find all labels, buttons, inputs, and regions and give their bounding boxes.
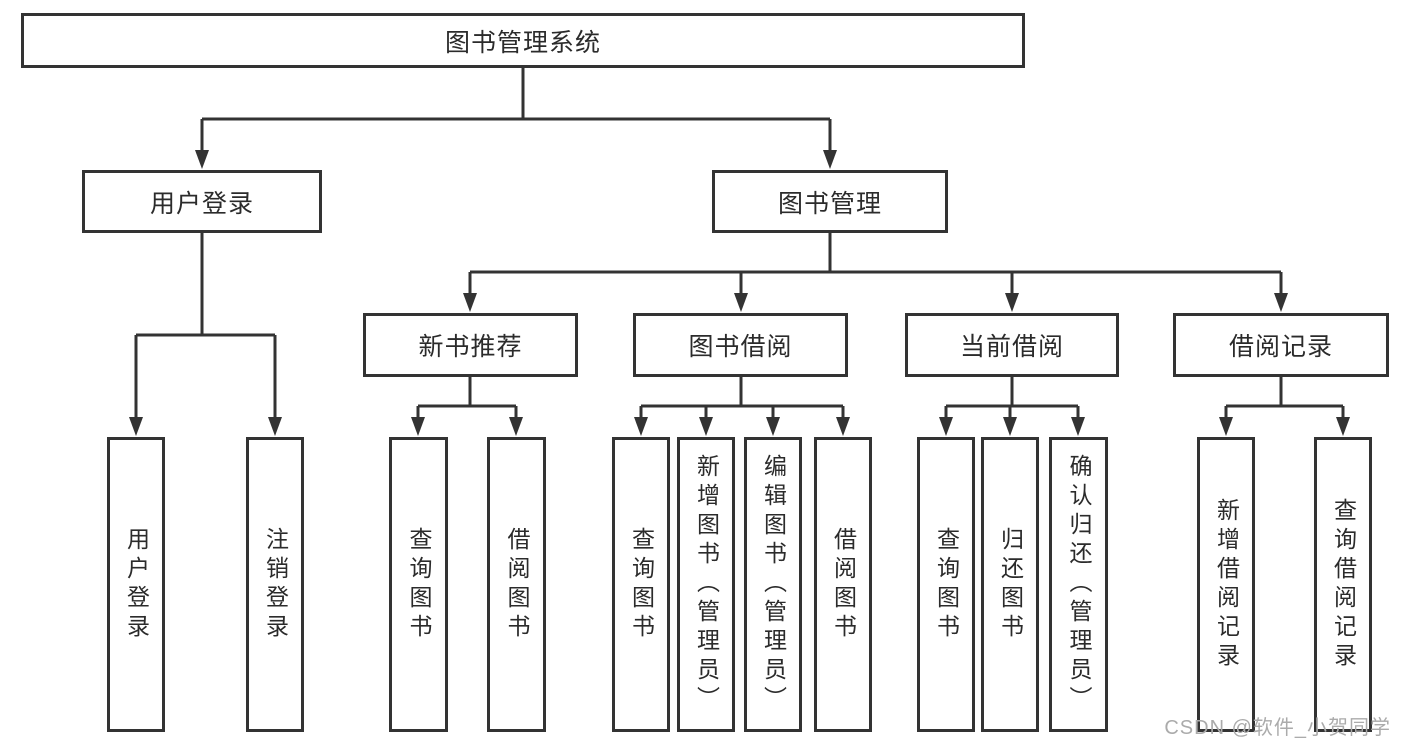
- node-user-login: 用户登录: [82, 170, 322, 233]
- connector-lines: [134, 68, 1345, 419]
- leaf-borrow-add-books-label: 新增图书（管理员）: [693, 454, 720, 715]
- watermark: CSDN @软件_小贺同学: [1164, 717, 1391, 739]
- leaf-newbooks-query-books-label: 查询图书: [406, 526, 432, 643]
- node-root: 图书管理系统: [21, 13, 1025, 68]
- leaf-current-return-books-label: 归还图书: [997, 526, 1024, 643]
- leaf-newbooks-borrow-books: 借阅图书: [487, 437, 546, 732]
- leaf-borrow-add-books: 新增图书（管理员）: [677, 437, 735, 732]
- node-book-management: 图书管理: [712, 170, 948, 233]
- leaf-borrow-query-books-label: 查询图书: [628, 526, 655, 643]
- node-book-borrowing: 图书借阅: [633, 313, 848, 377]
- leaf-user-login-label: 用户登录: [123, 526, 150, 643]
- leaf-logout: 注销登录: [246, 437, 304, 732]
- leaf-current-query-books-label: 查询图书: [933, 526, 960, 643]
- leaf-newbooks-query-books: 查询图书: [389, 437, 448, 732]
- node-current-borrowing: 当前借阅: [905, 313, 1119, 377]
- node-new-books: 新书推荐: [363, 313, 578, 377]
- leaf-current-query-books: 查询图书: [917, 437, 975, 732]
- leaf-records-query-record-label: 查询借阅记录: [1330, 497, 1357, 672]
- leaf-borrow-edit-books-label: 编辑图书（管理员）: [760, 454, 787, 715]
- leaf-borrow-borrow-books: 借阅图书: [814, 437, 872, 732]
- node-borrowing-records: 借阅记录: [1173, 313, 1389, 377]
- leaf-records-add-record-label: 新增借阅记录: [1213, 497, 1240, 672]
- leaf-logout-label: 注销登录: [262, 526, 289, 643]
- leaf-current-confirm-return-label: 确认归还（管理员）: [1066, 454, 1092, 715]
- leaf-current-confirm-return: 确认归还（管理员）: [1049, 437, 1108, 732]
- leaf-records-query-record: 查询借阅记录: [1314, 437, 1372, 732]
- leaf-records-add-record: 新增借阅记录: [1197, 437, 1255, 732]
- leaf-borrow-edit-books: 编辑图书（管理员）: [744, 437, 802, 732]
- leaf-borrow-query-books: 查询图书: [612, 437, 670, 732]
- leaf-user-login: 用户登录: [107, 437, 165, 732]
- leaf-current-return-books: 归还图书: [981, 437, 1039, 732]
- leaf-borrow-borrow-books-label: 借阅图书: [830, 526, 857, 643]
- arrowheads: [129, 150, 1350, 436]
- leaf-newbooks-borrow-books-label: 借阅图书: [504, 526, 530, 643]
